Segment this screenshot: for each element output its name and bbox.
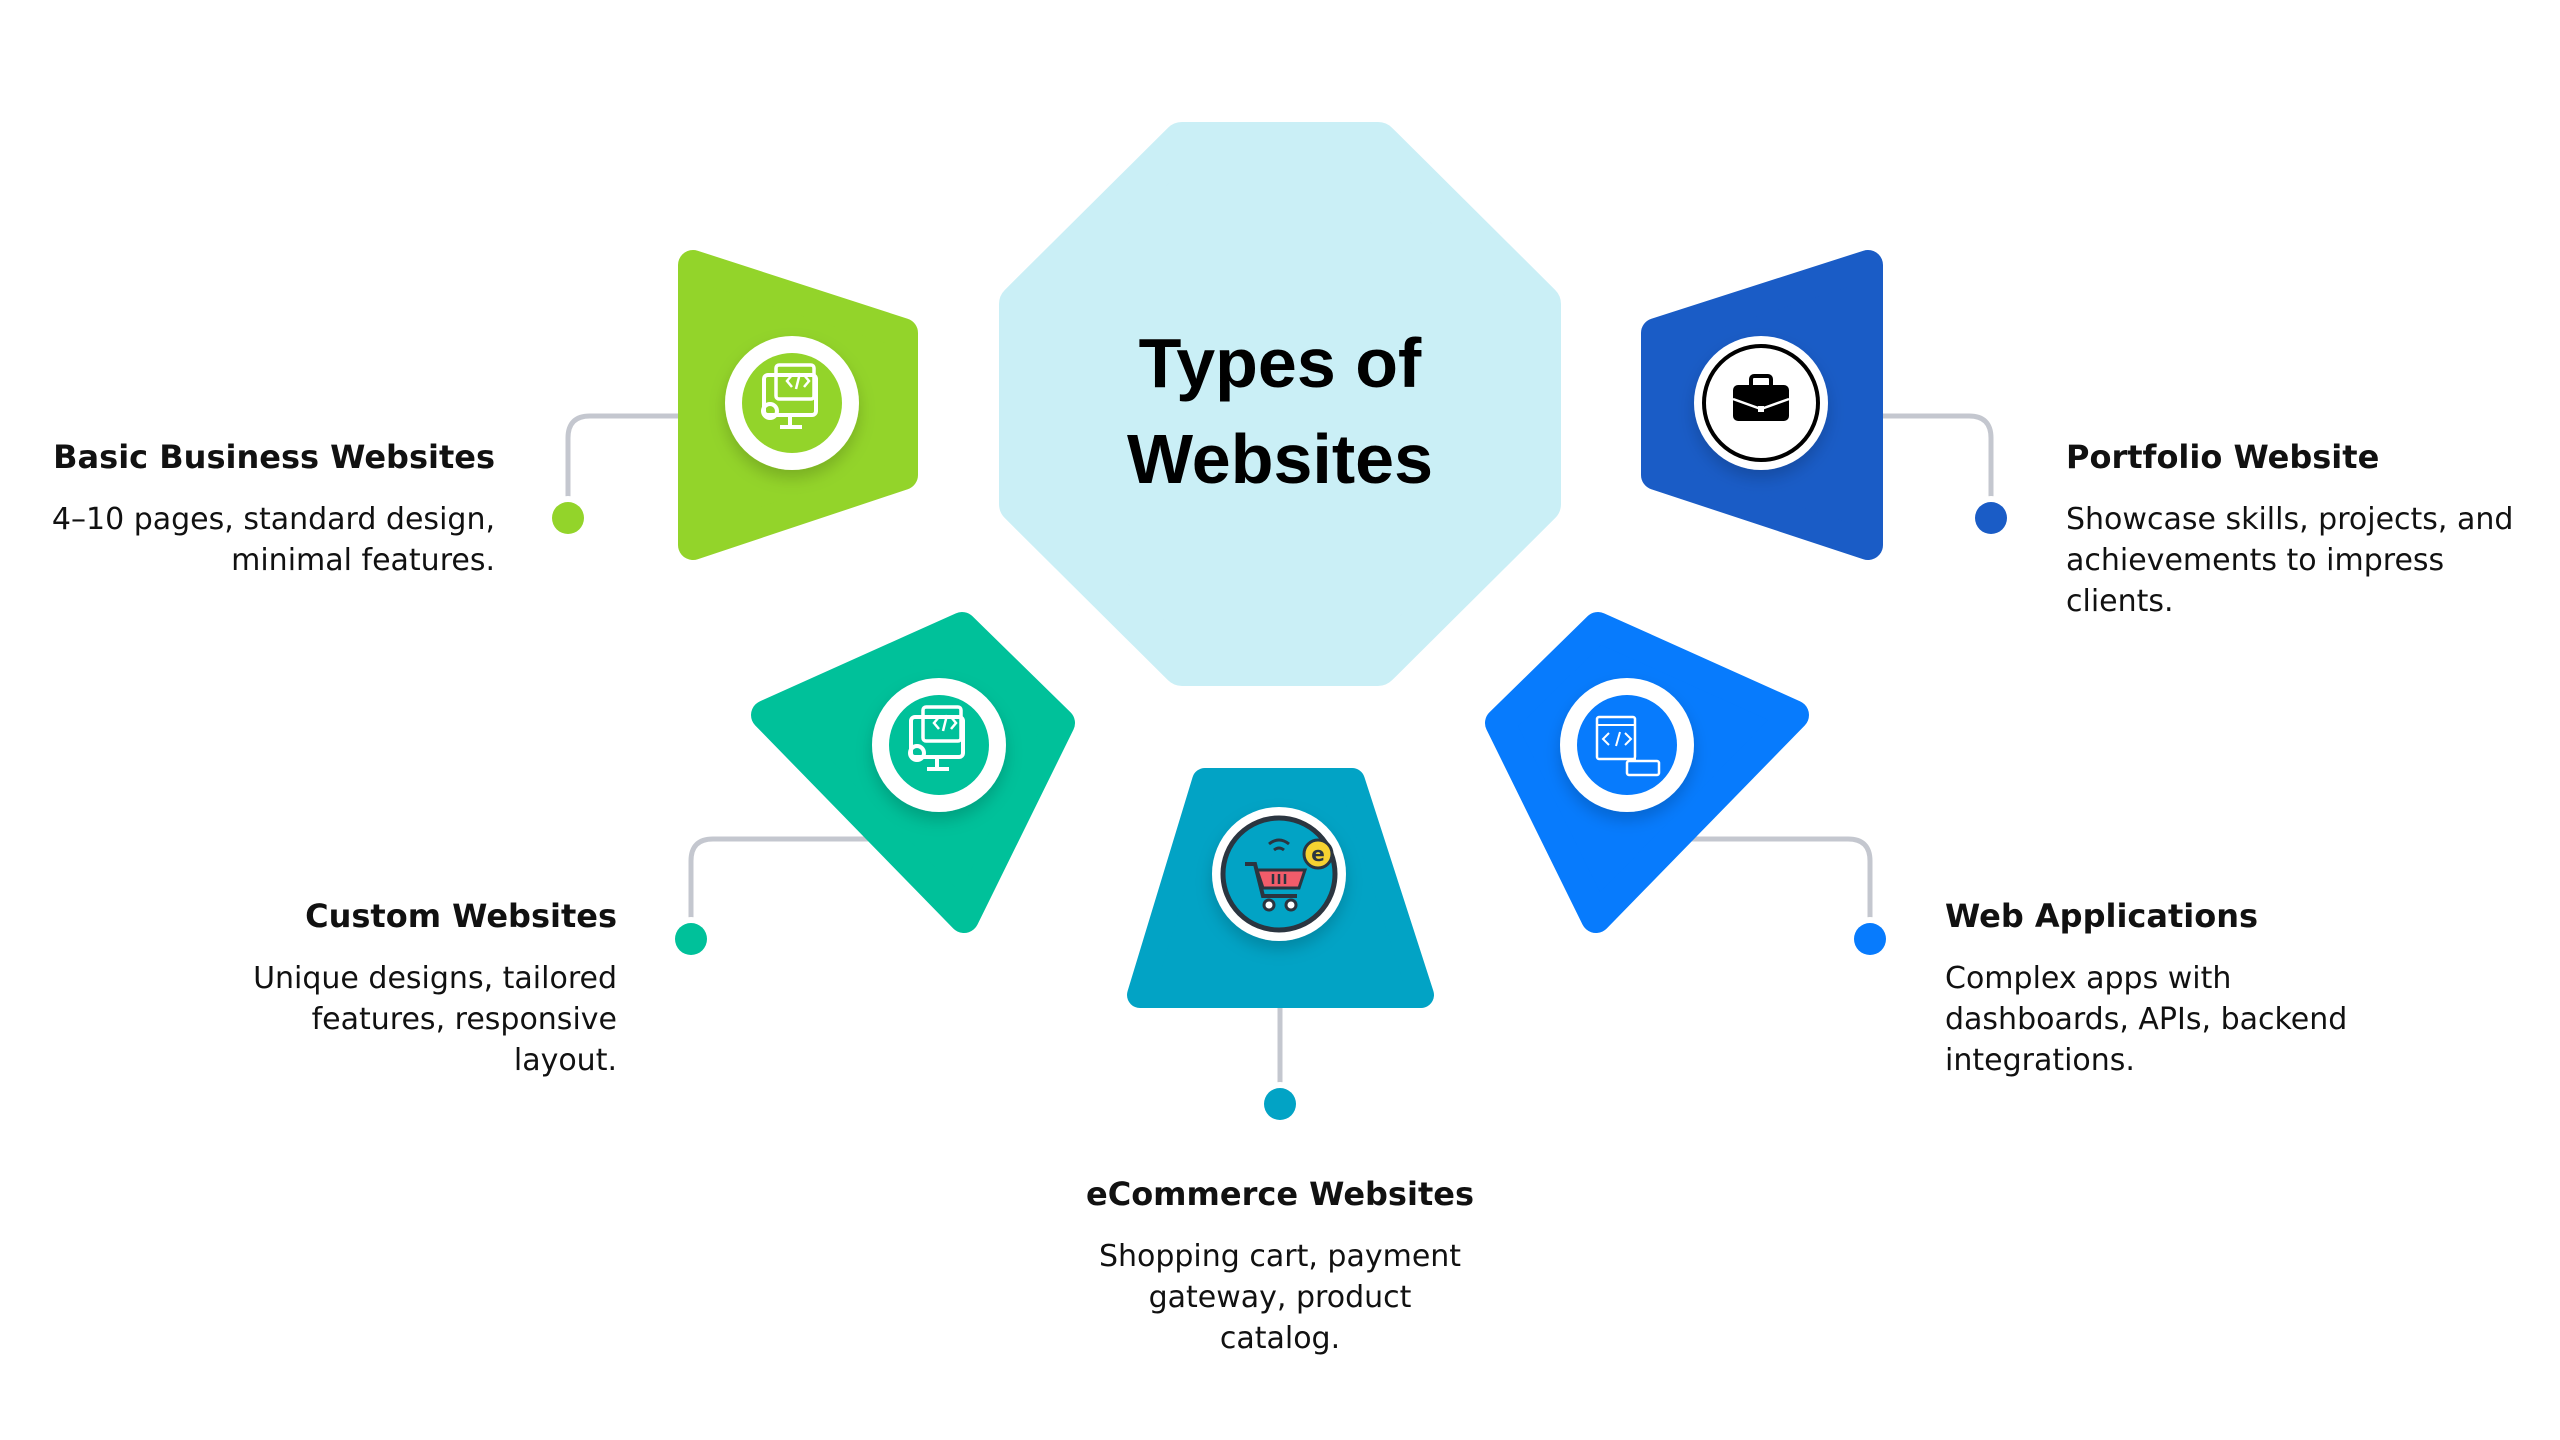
connector-webapp bbox=[1680, 836, 1873, 921]
item-description: Unique designs, tailored features, respo… bbox=[253, 961, 617, 1078]
item-basic-business: Basic Business Websites 4–10 pages, stan… bbox=[0, 437, 495, 581]
title-line-2: Websites bbox=[1126, 420, 1434, 498]
connector-portfolio bbox=[1870, 413, 1994, 500]
svg-text:e: e bbox=[1311, 842, 1325, 866]
item-title: Portfolio Website bbox=[2066, 438, 2380, 476]
page-title: Types of Websites bbox=[999, 315, 1561, 507]
item-title: Basic Business Websites bbox=[53, 438, 495, 476]
item-custom: Custom Websites Unique designs, tailored… bbox=[177, 896, 617, 1081]
item-portfolio: Portfolio Website Showcase skills, proje… bbox=[2066, 437, 2526, 622]
connector-basic bbox=[565, 413, 690, 500]
shopping-cart-icon: e bbox=[1212, 807, 1346, 941]
connectors bbox=[565, 413, 1994, 1086]
item-title: Web Applications bbox=[1945, 897, 2259, 935]
connector-custom bbox=[688, 836, 880, 921]
item-description: Complex apps with dashboards, APIs, back… bbox=[1945, 961, 2348, 1078]
item-title: Custom Websites bbox=[305, 897, 617, 935]
item-description: Showcase skills, projects, and achieveme… bbox=[2066, 502, 2514, 619]
connector-dots bbox=[546, 496, 2013, 1126]
center-octagon bbox=[999, 122, 1561, 686]
item-title: eCommerce Websites bbox=[1086, 1175, 1474, 1213]
code-window-keyboard-icon bbox=[1560, 678, 1694, 812]
title-line-1: Types of bbox=[1138, 324, 1422, 402]
web-development-monitor-icon bbox=[725, 336, 859, 470]
item-description: Shopping cart, payment gateway, product … bbox=[1098, 1239, 1462, 1356]
item-ecommerce: eCommerce Websites Shopping cart, paymen… bbox=[1060, 1174, 1500, 1359]
web-development-monitor-icon bbox=[872, 678, 1006, 812]
item-description: 4–10 pages, standard design, minimal fea… bbox=[51, 502, 495, 578]
item-web-applications: Web Applications Complex apps with dashb… bbox=[1945, 896, 2365, 1081]
briefcase-icon bbox=[1694, 336, 1828, 470]
